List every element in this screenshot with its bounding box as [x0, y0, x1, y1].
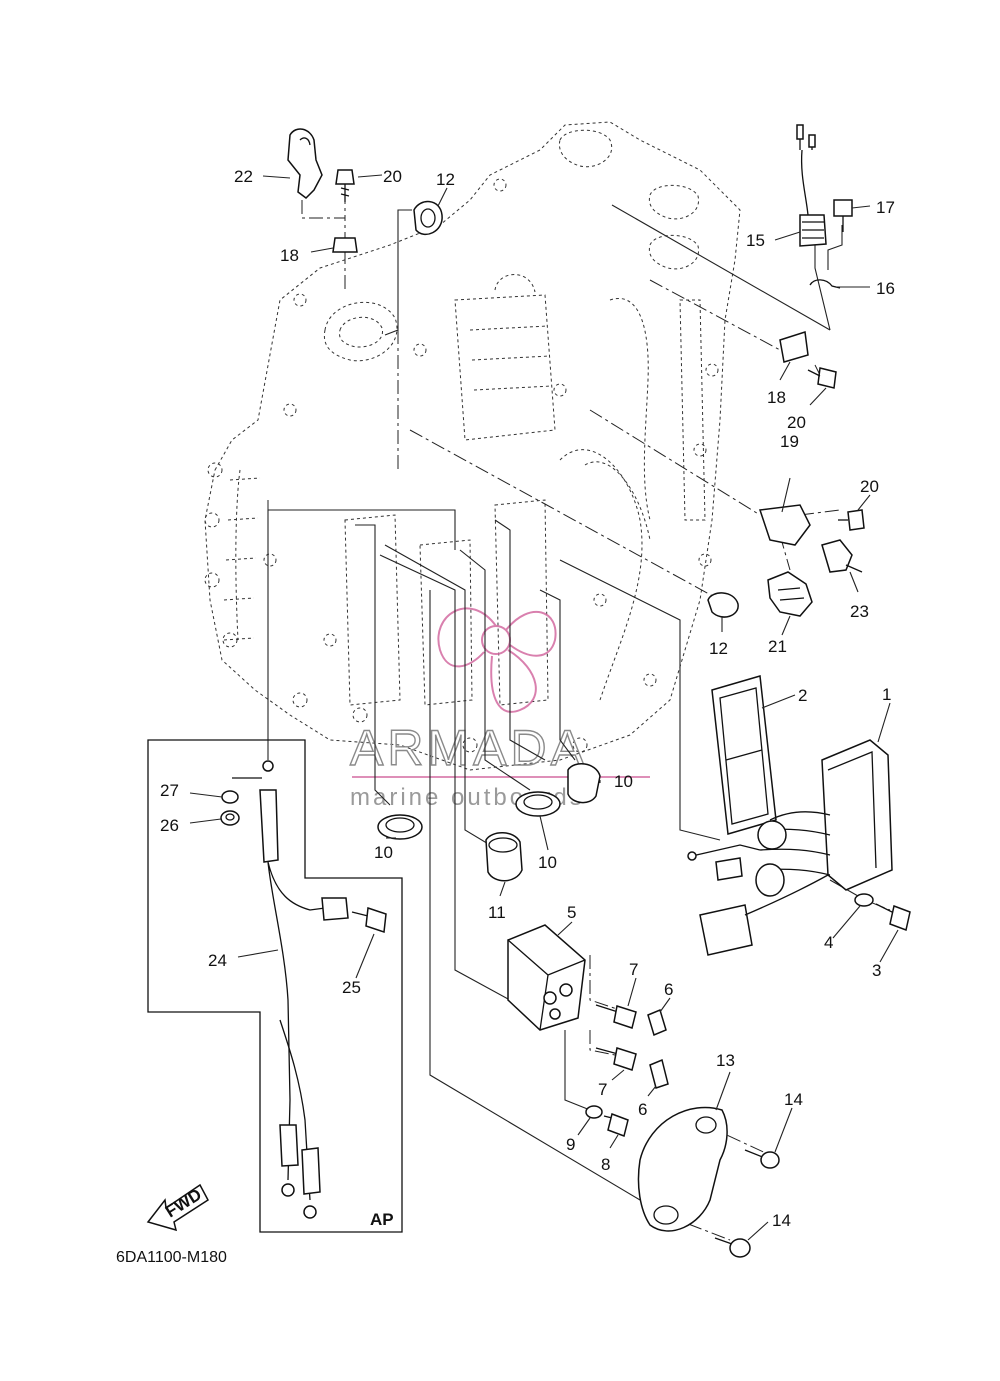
- part-5-relay: [507, 924, 586, 1031]
- ap-box: AP: [147, 739, 403, 1233]
- engine-block: [204, 121, 741, 771]
- part-9-washer: [585, 1105, 603, 1119]
- part-18-bracket-b: [779, 331, 809, 363]
- part-8-bolt: [603, 1113, 629, 1137]
- part-15-sensor: [796, 124, 827, 247]
- callout-14a: 14: [784, 1090, 803, 1109]
- part-7-bolt-b: [595, 1047, 637, 1071]
- callout-3: 3: [872, 961, 881, 980]
- callout-21: 21: [768, 637, 787, 656]
- part-20-bolt-c: [838, 509, 865, 531]
- callout-23: 23: [850, 602, 869, 621]
- part-16-clip: [809, 279, 841, 289]
- part-13-cover: [637, 1106, 728, 1232]
- part-18-bracket-a: [332, 237, 358, 253]
- callout-8: 8: [601, 1155, 610, 1174]
- part-26-nut: [220, 810, 240, 826]
- watermark: ARMADA marine outboards: [349, 607, 650, 811]
- part-20-bolt-b: [807, 367, 837, 389]
- part-2-gasket: [711, 675, 777, 835]
- part-20-bolt-a: [335, 169, 355, 202]
- part-24-cable: [232, 760, 349, 1219]
- callout-10b: 10: [538, 853, 557, 872]
- callout-7b: 7: [598, 1080, 607, 1099]
- callout-10c: 10: [614, 772, 633, 791]
- callout-leaders: [189, 174, 899, 1241]
- callout-5: 5: [567, 903, 576, 922]
- callout-7a: 7: [629, 960, 638, 979]
- callout-27: 27: [160, 781, 179, 800]
- parts: [220, 124, 911, 1258]
- part-4-washer: [854, 893, 874, 907]
- callout-4: 4: [824, 933, 833, 952]
- callout-20b: 20: [787, 413, 806, 432]
- callout-1: 1: [882, 685, 891, 704]
- part-14-screw-a: [744, 1149, 780, 1169]
- callout-19: 19: [780, 432, 799, 451]
- part-1-cdi-unit: [687, 739, 893, 956]
- callout-11: 11: [488, 903, 506, 922]
- fwd-arrow: FWD: [146, 1183, 209, 1232]
- propeller-logo: [437, 607, 557, 713]
- part-14-screw-b: [714, 1237, 751, 1258]
- callout-18b: 18: [767, 388, 786, 407]
- callout-6a: 6: [664, 980, 673, 999]
- callout-16: 16: [876, 279, 895, 298]
- callout-26: 26: [160, 816, 179, 835]
- ap-label: AP: [370, 1210, 394, 1229]
- part-10-clamp-c: [567, 763, 601, 804]
- callout-22: 22: [234, 167, 253, 186]
- callout-12a: 12: [436, 170, 455, 189]
- part-27-washer: [221, 790, 239, 804]
- part-17-bolt: [833, 199, 853, 232]
- callout-2: 2: [798, 686, 807, 705]
- diagram-code: 6DA1100-M180: [116, 1249, 227, 1266]
- part-12-clip-b: [707, 592, 739, 618]
- part-6-clip-b: [649, 1058, 669, 1089]
- part-25-bolt: [351, 906, 387, 934]
- callout-24: 24: [208, 951, 227, 970]
- part-11-clamp: [485, 832, 523, 882]
- callout-6b: 6: [638, 1100, 647, 1119]
- callout-20a: 20: [383, 167, 402, 186]
- part-12-clip-a: [413, 200, 443, 236]
- part-6-clip-a: [647, 1008, 667, 1037]
- part-10-clamp-a: [377, 814, 423, 840]
- callout-numbers: 22 20 18 12 17 15 16 18 20 19 20 23 21 1…: [160, 167, 895, 1230]
- watermark-brand: ARMADA: [350, 720, 588, 776]
- callout-20c: 20: [860, 477, 879, 496]
- callout-13: 13: [716, 1051, 735, 1070]
- part-10-clamp-b: [515, 791, 561, 817]
- callout-15: 15: [746, 231, 765, 250]
- part-7-bolt-a: [595, 1004, 637, 1029]
- callout-12b: 12: [709, 639, 728, 658]
- callout-18a: 18: [280, 246, 299, 265]
- callout-25: 25: [342, 978, 361, 997]
- callout-10a: 10: [374, 843, 393, 862]
- part-23-connector: [821, 539, 863, 573]
- callout-17: 17: [876, 198, 895, 217]
- callout-14b: 14: [772, 1211, 791, 1230]
- part-21-connector: [767, 571, 813, 617]
- assembly-lines: [267, 190, 891, 1241]
- part-19-bracket: [758, 504, 811, 546]
- callout-9: 9: [566, 1135, 575, 1154]
- part-3-bolt: [875, 903, 911, 932]
- part-22-clamp: [287, 128, 323, 199]
